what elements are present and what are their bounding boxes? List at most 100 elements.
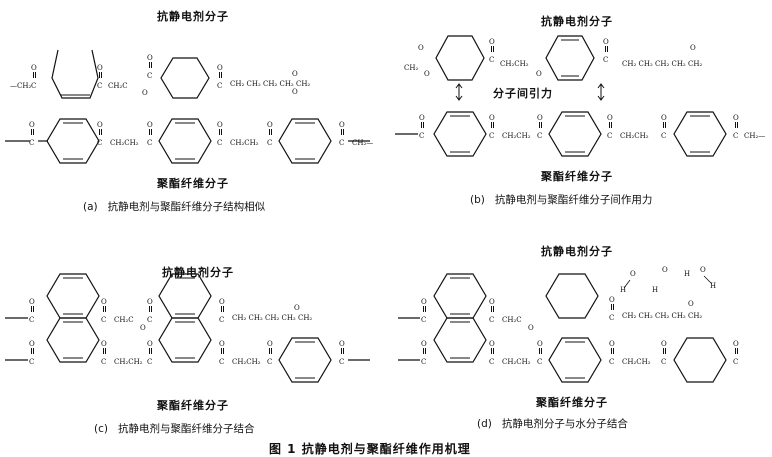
arrow-head-icon — [597, 95, 605, 101]
chain-label: CH₂ CH₂ CH₂ CH₂ CH₂ — [232, 314, 312, 322]
panel-a-caption: (a) 抗静电剂与聚酯纤维分子结构相似 — [83, 199, 265, 214]
water-hydrogen: H — [710, 282, 716, 290]
carbon-label: C — [489, 56, 494, 64]
carbon-label: C — [217, 139, 222, 147]
carbon-label: C — [31, 82, 36, 90]
carbonyl-oxygen: O — [733, 114, 739, 122]
chain-label: CH₂CH₂ — [500, 60, 529, 68]
fused-ring-upper — [158, 273, 212, 319]
carbonyl-oxygen: O — [147, 121, 153, 129]
carbonyl-oxygen: O — [29, 298, 35, 306]
chain-label: CH₂C — [502, 316, 522, 324]
chain-label: CH₂— — [352, 139, 373, 147]
carbon-label: C — [97, 82, 102, 90]
carbonyl-oxygen: O — [661, 114, 667, 122]
fused-ring-lower — [158, 317, 212, 363]
carbonyl-oxygen: O — [661, 340, 667, 348]
benzene-ring — [160, 57, 210, 99]
carbon-label: C — [97, 139, 102, 147]
carbon-label: C — [339, 139, 344, 147]
benzene-ring — [548, 337, 602, 383]
benzene-ring — [46, 118, 100, 164]
carbonyl-oxygen: O — [733, 340, 739, 348]
carbonyl-oxygen: O — [219, 298, 225, 306]
chain-label: CH₂C — [114, 316, 134, 324]
carbon-label: C — [609, 358, 614, 366]
panel-d-caption: (d)抗静电剂分子与水分子结合 — [477, 416, 628, 431]
carbonyl-oxygen: O — [609, 340, 615, 348]
panel-b-caption-text: 抗静电剂与聚酯纤维分子间作用力 — [494, 194, 653, 206]
carbon-label: C — [29, 358, 34, 366]
chain-label: CH₂— — [744, 132, 765, 140]
ether-oxygen: O — [292, 88, 298, 96]
chain-label: CH₂CH₂ — [110, 139, 139, 147]
carbonyl-oxygen: O — [688, 300, 694, 308]
panel-b-caption: (b) 抗静电剂与聚酯纤维分子间作用力 — [470, 192, 652, 207]
chain-label: CH₂CH₂ — [502, 132, 531, 140]
carbonyl-oxygen: O — [489, 340, 495, 348]
carbon-label: C — [733, 132, 738, 140]
carbonyl-oxygen: O — [147, 54, 153, 62]
carbonyl-oxygen: O — [292, 70, 298, 78]
open-ring — [51, 49, 99, 99]
carbon-label: C — [537, 132, 542, 140]
carbon-label: C — [609, 314, 614, 322]
carbon-label: C — [267, 358, 272, 366]
fused-ring-upper — [433, 273, 487, 319]
carbonyl-oxygen: O — [31, 64, 37, 72]
carbon-label: C — [147, 358, 152, 366]
carbonyl-oxygen: O — [101, 340, 107, 348]
carbonyl-oxygen: O — [217, 121, 223, 129]
fused-ring-upper — [46, 273, 100, 319]
carbon-label: C — [219, 316, 224, 324]
carbonyl-oxygen: O — [690, 44, 696, 52]
chain-label: CH₂ — [404, 64, 418, 72]
carbonyl-oxygen: O — [97, 64, 103, 72]
water-hydrogen: H — [652, 286, 658, 294]
carbonyl-oxygen: O — [489, 114, 495, 122]
ether-oxygen: O — [528, 324, 534, 332]
carbon-label: C — [339, 358, 344, 366]
ether-oxygen: O — [140, 324, 146, 332]
carbon-label: C — [421, 358, 426, 366]
water-hydrogen: H — [684, 270, 690, 278]
panel-c-caption: (c)抗静电剂与聚酯纤维分子结合 — [94, 421, 254, 436]
carbon-label: C — [489, 316, 494, 324]
carbon-label: C — [147, 72, 152, 80]
ether-oxygen: O — [536, 70, 542, 78]
hydrogen-bond-line — [703, 275, 713, 285]
carbonyl-oxygen: O — [29, 121, 35, 129]
panel-c-bottom-label: 聚酯纤维分子 — [157, 399, 229, 412]
carbonyl-oxygen: O — [97, 121, 103, 129]
carbon-label: C — [147, 139, 152, 147]
benzene-ring — [545, 273, 599, 319]
carbonyl-oxygen: O — [147, 298, 153, 306]
panel-a-caption-tag: (a) — [83, 201, 98, 213]
panel-a-top-label: 抗静电剂分子 — [157, 10, 229, 23]
carbonyl-oxygen: O — [419, 114, 425, 122]
carbonyl-oxygen: O — [537, 114, 543, 122]
carbonyl-oxygen: O — [489, 298, 495, 306]
carbonyl-oxygen: O — [29, 340, 35, 348]
arrow-head-icon — [455, 83, 463, 89]
arrow-head-icon — [455, 95, 463, 101]
chain-label: CH₂C — [108, 82, 128, 90]
carbon-label: C — [421, 316, 426, 324]
panel-b-middle-label: 分子间引力 — [493, 87, 553, 100]
fused-ring-lower — [46, 317, 100, 363]
ether-oxygen: O — [142, 89, 148, 97]
water-oxygen: O — [700, 266, 706, 274]
carbonyl-oxygen: O — [217, 64, 223, 72]
panel-c-top-label: 抗静电剂分子 — [162, 266, 234, 279]
chain-label: —CH₂ — [10, 82, 31, 90]
panel-b-caption-tag: (b) — [470, 194, 485, 206]
panel-d-top-label: 抗静电剂分子 — [541, 245, 613, 258]
chain-label: CH₂CH₂ — [620, 132, 649, 140]
panel-a-caption-text: 抗静电剂与聚酯纤维分子结构相似 — [107, 201, 266, 213]
carbonyl-oxygen: O — [607, 114, 613, 122]
figure-caption: 图 1 抗静电剂与聚酯纤维作用机理 — [269, 442, 471, 456]
chain-label: CH₂ CH₂ CH₂ CH₂ CH₂ — [230, 80, 310, 88]
chain-label: CH₂ CH₂ CH₂ CH₂ CH₂ — [622, 312, 702, 320]
carbonyl-oxygen: O — [267, 121, 273, 129]
chain-label: CH₂ CH₂ CH₂ CH₂ CH₂ — [622, 60, 702, 68]
